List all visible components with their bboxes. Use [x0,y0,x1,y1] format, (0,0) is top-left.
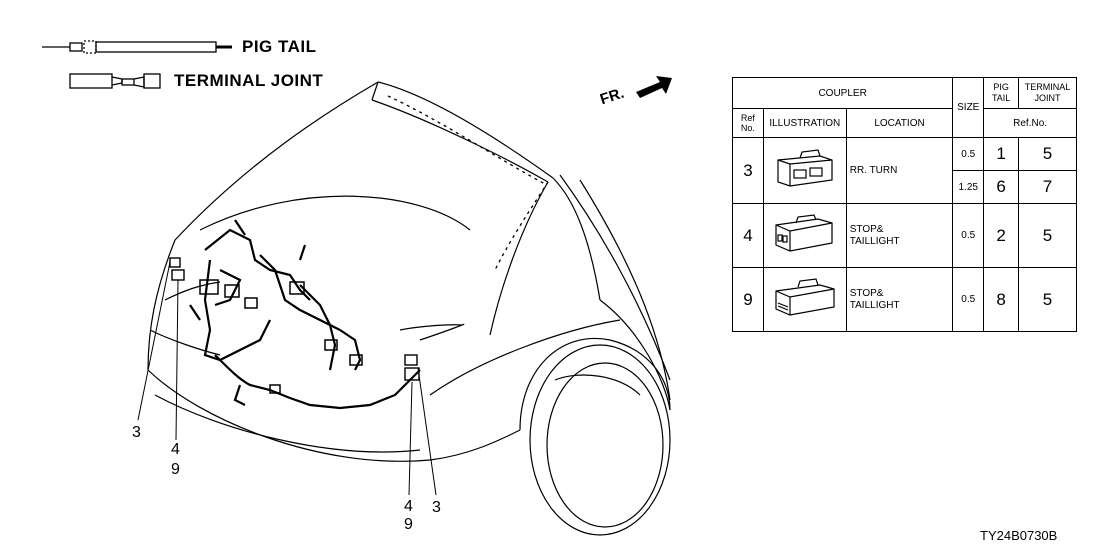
terminal-joint-header: TERMINAL JOINT [1018,77,1077,109]
pig-tail-3a: 1 [983,137,1020,171]
car-body-outline [147,81,671,536]
drawing-code: TY24B0730B [980,528,1058,543]
coupler-3-icon [777,149,833,187]
row-ref-4: 4 [732,203,764,268]
location-4-line1: STOP& [849,223,884,235]
harness-connectors [199,279,363,394]
row-ref-3: 3 [732,137,764,204]
pig-tail-icon [42,40,232,54]
location-9-line2: TAILLIGHT [849,299,900,311]
size-9: 0.5 [952,267,985,332]
coupler-illustration-4 [762,203,847,268]
callout-left-4: 4 [171,441,180,458]
location-9-line1: STOP& [849,287,884,299]
terminal-joint-3a: 5 [1018,137,1077,171]
callout-right-3: 3 [432,499,441,516]
leader-lines [137,261,437,496]
front-direction-arrow-icon [636,76,672,98]
terminal-joint-9: 5 [1018,267,1077,332]
left-coupler-icons [169,257,185,281]
ref-no-header: Ref No. [732,108,764,138]
coupler-table: COUPLER SIZE PIG TAIL TERMINAL JOINT Ref… [731,77,1077,332]
pig-tail-9: 8 [983,267,1020,332]
ref-no-sub-header: Ref.No. [983,108,1077,138]
location-header: LOCATION [845,108,954,138]
pig-tail-label: PIG TAIL [242,37,317,56]
wire-harness [189,219,421,410]
callout-left-9: 9 [171,461,180,478]
pig-tail-header: PIG TAIL [983,77,1020,109]
right-coupler-icons [404,354,420,381]
coupler-illustration-3 [762,137,847,204]
callout-left-3: 3 [132,424,141,441]
coupler-9-icon [775,278,835,316]
pig-tail-3b: 6 [983,170,1020,204]
size-3a: 0.5 [952,137,985,171]
coupler-4-icon [775,214,833,252]
location-4-line2: TAILLIGHT [849,235,900,247]
row-ref-9: 9 [732,267,764,332]
terminal-joint-4: 5 [1018,203,1077,268]
location-9: STOP& TAILLIGHT [845,267,954,332]
size-3b: 1.25 [952,170,985,204]
terminal-joint-label: TERMINAL JOINT [174,71,324,90]
trunk-seams [387,95,549,271]
size-4: 0.5 [952,203,985,268]
location-4: STOP& TAILLIGHT [845,203,954,268]
size-header: SIZE [952,77,985,138]
callout-right-9: 9 [404,516,413,533]
illustration-header: ILLUSTRATION [762,108,847,138]
terminal-joint-3b: 7 [1018,170,1077,204]
coupler-header: COUPLER [731,77,954,109]
callout-right-4: 4 [404,498,413,515]
location-3: RR. TURN [845,137,954,204]
terminal-joint-icon [69,73,161,89]
pig-tail-4: 2 [983,203,1020,268]
coupler-illustration-9 [762,267,847,332]
